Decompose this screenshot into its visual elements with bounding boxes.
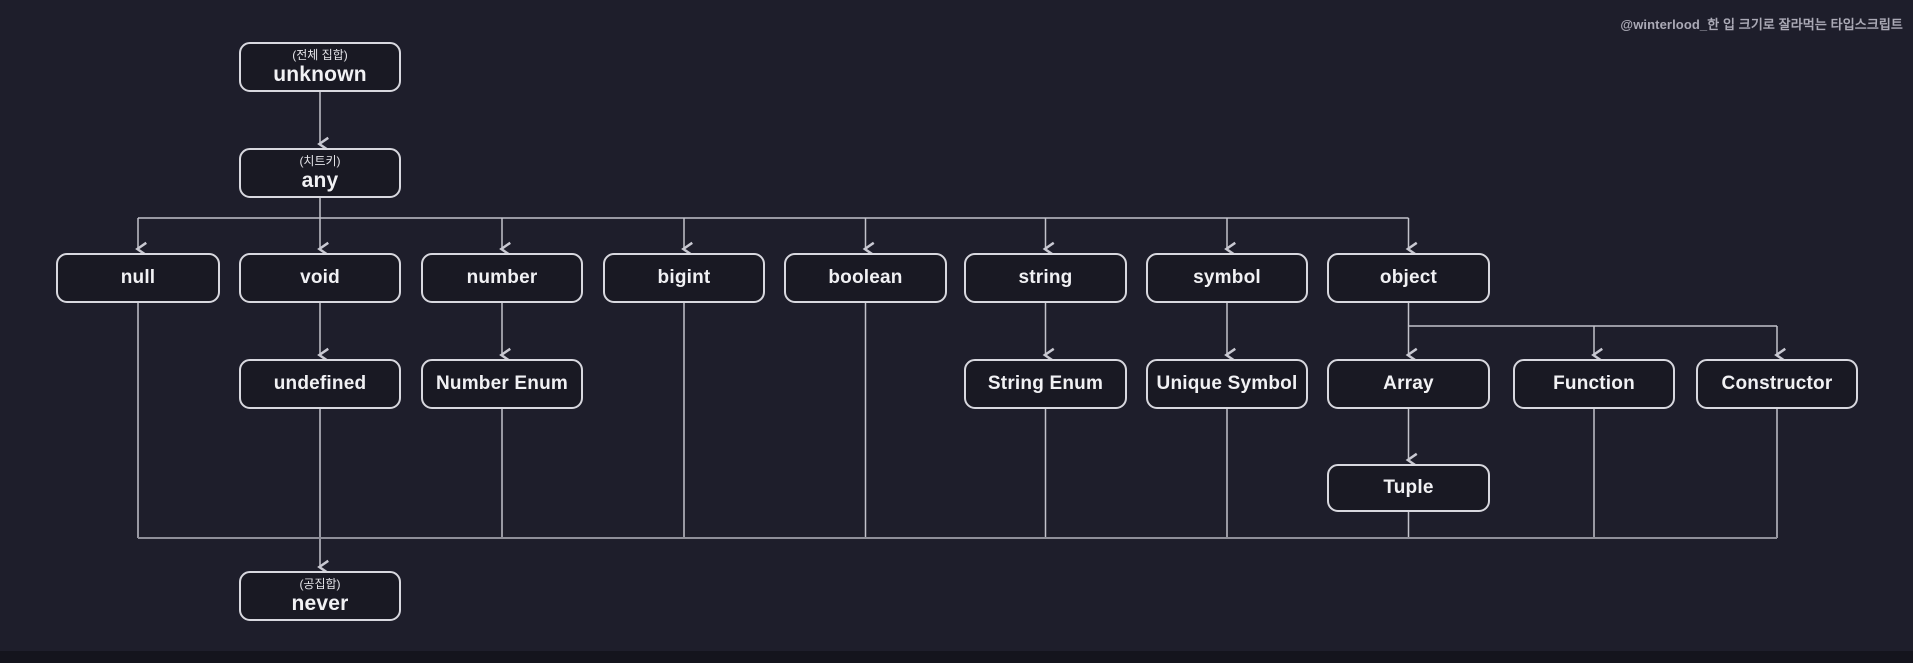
node-undefined: undefined	[239, 359, 401, 409]
node-any-label: any	[301, 169, 339, 193]
node-null: null	[56, 253, 220, 303]
node-bigint: bigint	[603, 253, 765, 303]
node-symbol-label: symbol	[1193, 266, 1261, 288]
node-boolean-label: boolean	[828, 266, 903, 288]
node-string-label: string	[1018, 266, 1073, 288]
node-object-label: object	[1379, 266, 1438, 288]
node-bigint-label: bigint	[657, 266, 711, 288]
node-any-sublabel: (치트키)	[299, 153, 341, 168]
node-string: string	[964, 253, 1127, 303]
node-never-label: never	[291, 592, 349, 616]
node-string-enum: String Enum	[964, 359, 1127, 409]
node-number: number	[421, 253, 583, 303]
node-symbol: symbol	[1146, 253, 1308, 303]
node-object: object	[1327, 253, 1490, 303]
node-number-enum: Number Enum	[421, 359, 583, 409]
node-void: void	[239, 253, 401, 303]
node-never: (공집합) never	[239, 571, 401, 621]
node-never-sublabel: (공집합)	[299, 576, 341, 591]
node-tuple: Tuple	[1327, 464, 1490, 512]
watermark-credit: @winterlood_한 입 크기로 잘라먹는 타입스크립트	[1620, 17, 1903, 32]
node-undefined-label: undefined	[273, 372, 367, 394]
node-constructor: Constructor	[1696, 359, 1858, 409]
node-array: Array	[1327, 359, 1490, 409]
node-number-enum-label: Number Enum	[435, 372, 569, 394]
bottom-strip	[0, 651, 1913, 663]
node-string-enum-label: String Enum	[987, 372, 1104, 394]
node-constructor-label: Constructor	[1721, 372, 1833, 394]
node-boolean: boolean	[784, 253, 947, 303]
node-void-label: void	[300, 266, 340, 288]
node-unique-symbol: Unique Symbol	[1146, 359, 1308, 409]
node-array-label: Array	[1383, 372, 1434, 394]
node-unique-symbol-label: Unique Symbol	[1156, 372, 1298, 394]
node-tuple-label: Tuple	[1383, 476, 1434, 498]
node-unknown-sublabel: (전체 집합)	[292, 47, 348, 62]
node-null-label: null	[120, 266, 156, 288]
node-function: Function	[1513, 359, 1675, 409]
node-unknown-label: unknown	[273, 63, 367, 87]
node-number-label: number	[466, 266, 538, 288]
node-function-label: Function	[1553, 372, 1635, 394]
node-unknown: (전체 집합) unknown	[239, 42, 401, 92]
node-any: (치트키) any	[239, 148, 401, 198]
